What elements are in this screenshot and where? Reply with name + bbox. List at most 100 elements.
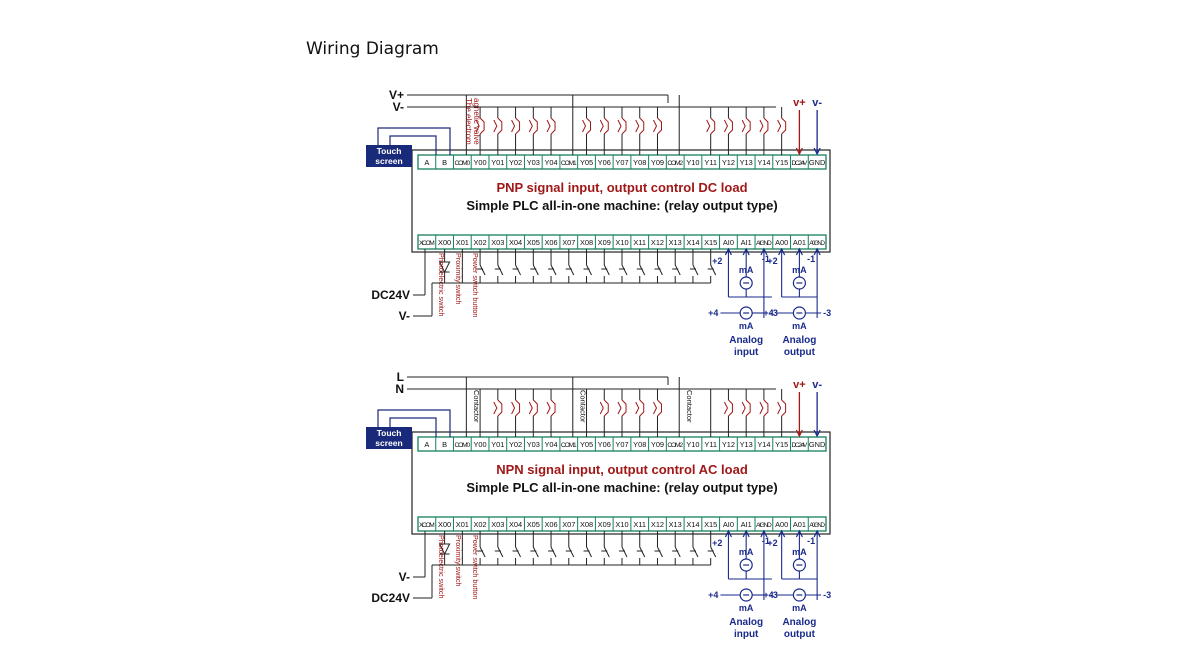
coil-symbol (528, 119, 533, 133)
analog-output-label: Analog (782, 335, 816, 346)
output-load (723, 107, 733, 155)
analog-minus1: -1 (807, 254, 815, 264)
diagram-title: NPN signal input, output control AC load (496, 462, 748, 477)
switch-contact (657, 264, 663, 276)
terminal-label: X08 (580, 238, 593, 247)
terminal-label: X00 (438, 520, 451, 529)
arrowhead (813, 147, 821, 156)
switch-contact (674, 546, 681, 558)
switch-contact (515, 264, 522, 276)
load-label: The electrom (464, 98, 473, 145)
input-switch (548, 531, 557, 565)
analog-plus2: +2 (712, 538, 722, 548)
rs485-wire (377, 409, 451, 437)
input-switch (654, 531, 663, 565)
output-load (723, 389, 733, 437)
analog-output-label: output (784, 347, 816, 358)
coil-symbol (728, 399, 733, 417)
input-switch (707, 249, 717, 283)
coil-symbol (635, 119, 640, 133)
coil-symbol (657, 117, 662, 135)
output-load (706, 107, 716, 155)
terminal-label: X01 (456, 520, 469, 529)
terminal-label: Y04 (544, 440, 557, 449)
terminal-label: XCOM (419, 240, 435, 247)
switch-contact (603, 264, 610, 276)
terminal-label: XCOM (419, 522, 435, 529)
photo-diode-icon (438, 261, 451, 274)
sensor-label: Power switch button (471, 535, 480, 599)
terminal-label: DC24V (792, 160, 808, 167)
coil-symbol (497, 117, 503, 135)
analog-input-label: Analog (729, 617, 763, 628)
coil-symbol (546, 401, 551, 415)
terminal-label: X03 (491, 238, 504, 247)
input-switch (494, 249, 504, 283)
contactor-label: Contactor (579, 390, 588, 423)
switch-contact (568, 264, 575, 276)
terminal-label: COM0 (454, 442, 470, 449)
switch-contact (710, 546, 717, 558)
top-rail-label: V+ (389, 88, 404, 102)
output-load (475, 107, 485, 155)
plc-subtitle: Simple PLC all-in-one machine: (relay ou… (466, 480, 777, 495)
input-switch (636, 249, 646, 283)
coil-symbol (781, 399, 787, 417)
coil-symbol (515, 399, 521, 417)
terminal-label: X15 (704, 520, 717, 529)
terminal-label: X03 (491, 520, 504, 529)
coil-symbol (763, 399, 769, 417)
input-switch (565, 249, 575, 283)
rs485-wire (377, 127, 451, 155)
analog-minus3: -3 (770, 308, 778, 318)
terminal-label: X02 (474, 520, 487, 529)
terminal-label: A01 (793, 520, 806, 529)
output-load (599, 107, 609, 155)
analog-plus4: +4 (708, 308, 718, 318)
coil-symbol (710, 117, 716, 135)
terminal-label: X00 (438, 238, 451, 247)
switch-contact (532, 546, 539, 558)
arrowhead (778, 247, 786, 256)
coil-symbol (493, 119, 498, 133)
terminal-label: Y03 (527, 158, 540, 167)
terminal-label: X02 (474, 238, 487, 247)
terminal-label: COM2 (667, 160, 683, 167)
terminal-label: X05 (527, 520, 540, 529)
coil-symbol (528, 401, 533, 415)
switch-contact (479, 264, 486, 276)
output-load (635, 107, 645, 155)
analog-minus3: -3 (770, 590, 778, 600)
output-load (528, 107, 538, 155)
terminal-label: A01 (793, 238, 806, 247)
touch-screen-box (366, 145, 412, 167)
terminal-label: GND (809, 440, 825, 449)
terminal-label: X08 (580, 520, 593, 529)
output-load (777, 389, 787, 437)
coil-symbol (706, 119, 711, 133)
analog-plus4: +4 (763, 590, 773, 600)
terminal-label: Y11 (704, 158, 717, 167)
terminal-label: X14 (686, 520, 699, 529)
switch-contact (657, 546, 663, 558)
terminal-label: AI1 (741, 520, 752, 529)
terminal-label: Y11 (704, 440, 717, 449)
arrowhead (795, 147, 803, 156)
coil-symbol (777, 401, 782, 415)
terminal-label: X14 (686, 238, 699, 247)
terminal-label: B (442, 440, 447, 449)
terminal-label: X04 (509, 238, 522, 247)
top-rail-label: V- (393, 100, 404, 114)
terminal-label: COM0 (454, 160, 470, 167)
switch-contact (639, 264, 646, 276)
output-load (759, 389, 769, 437)
terminal-label: X07 (562, 238, 575, 247)
terminal-label: X12 (651, 238, 664, 247)
terminal-label: COM2 (667, 442, 683, 449)
switch-contact (550, 264, 557, 276)
photo-diode-icon (438, 543, 451, 556)
